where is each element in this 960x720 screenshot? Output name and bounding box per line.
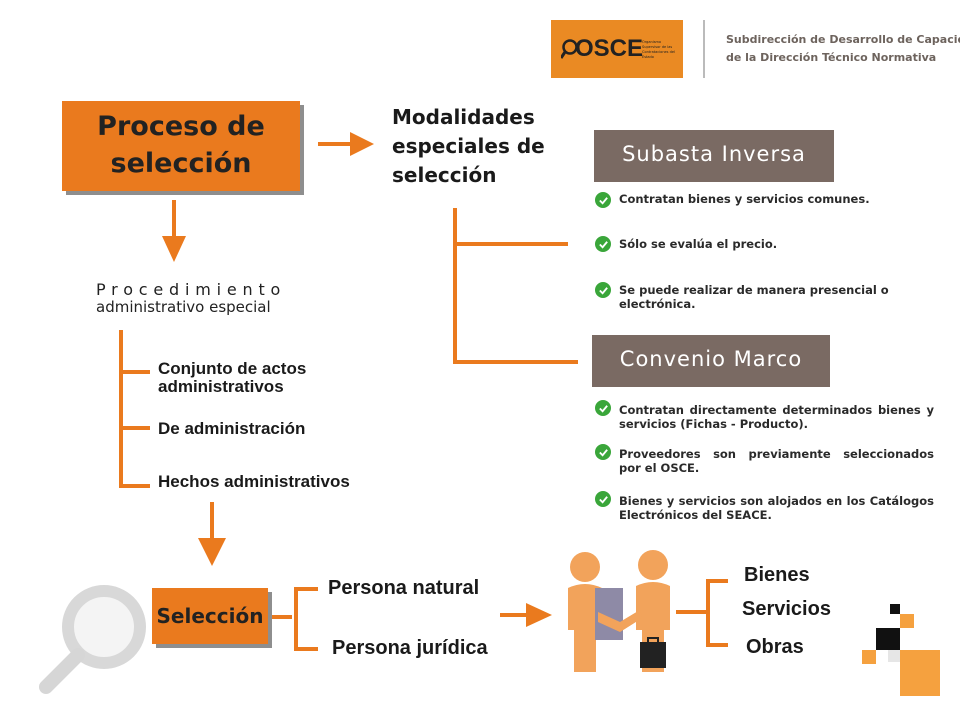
seleccion-box: Selección [152, 588, 268, 644]
header-subtitle-2: de la Dirección Técnico Normativa [726, 51, 937, 64]
check-icon [595, 192, 611, 208]
persona-natural: Persona natural [328, 577, 480, 599]
logo-small-text: Organismo Supervisor de las Contratacion… [642, 40, 675, 59]
modalidades-line1: Modalidades [392, 105, 535, 129]
subasta-title: Subasta Inversa [622, 142, 806, 166]
procedimiento-item-3: Hechos administrativos [158, 472, 350, 491]
check-icon [595, 282, 611, 298]
logo-text: OSCE [575, 35, 644, 62]
check-icon [595, 400, 611, 416]
resultado-obras: Obras [746, 636, 804, 658]
proceso-line1: Proceso de [97, 111, 265, 142]
handshake-icon [560, 550, 680, 675]
check-icon [595, 236, 611, 252]
arrow-right-icon [350, 132, 374, 156]
procedimiento-item-1: Conjunto de actos administrativos [158, 359, 307, 396]
convenio-title-box: Convenio Marco [592, 335, 830, 387]
decorative-squares [862, 604, 942, 698]
subasta-item-2: Sólo se evalúa el precio. [619, 237, 778, 251]
procedimiento-line1: Procedimiento [96, 280, 287, 299]
header-divider [703, 20, 705, 78]
search-icon [38, 585, 148, 695]
convenio-item-2: Proveedores son previamente seleccionado… [619, 447, 934, 475]
convenio-item-1: Contratan directamente determinados bien… [619, 403, 934, 431]
arrow-right-icon [526, 603, 552, 627]
check-icon [595, 491, 611, 507]
seleccion-label: Selección [156, 604, 264, 628]
convenio-item-3: Bienes y servicios son alojados en los C… [619, 494, 934, 522]
resultado-bienes: Bienes [744, 564, 810, 586]
subasta-item-3: Se puede realizar de manera presencial o… [619, 283, 889, 311]
proceso-line2: selección [110, 148, 252, 179]
proceso-seleccion-box: Proceso de selección [62, 101, 300, 191]
convenio-title: Convenio Marco [619, 347, 803, 371]
osce-logo: OSCE Organismo Supervisor de las Contrat… [551, 20, 683, 78]
subasta-item-1: Contratan bienes y servicios comunes. [619, 192, 870, 206]
subasta-title-box: Subasta Inversa [594, 130, 834, 182]
header-subtitle-1: Subdirección de Desarrollo de Capacidade… [726, 33, 960, 46]
modalidades-line3: selección [392, 163, 497, 187]
arrow-down-icon [198, 538, 226, 566]
resultado-servicios: Servicios [742, 598, 831, 620]
arrow-down-icon [162, 236, 186, 262]
procedimiento-line2: administrativo especial [96, 298, 271, 316]
procedimiento-item-2: De administración [158, 419, 306, 438]
persona-juridica: Persona jurídica [332, 637, 488, 659]
check-icon [595, 444, 611, 460]
modalidades-line2: especiales de [392, 134, 545, 158]
magnifier-logo-icon [559, 38, 579, 59]
